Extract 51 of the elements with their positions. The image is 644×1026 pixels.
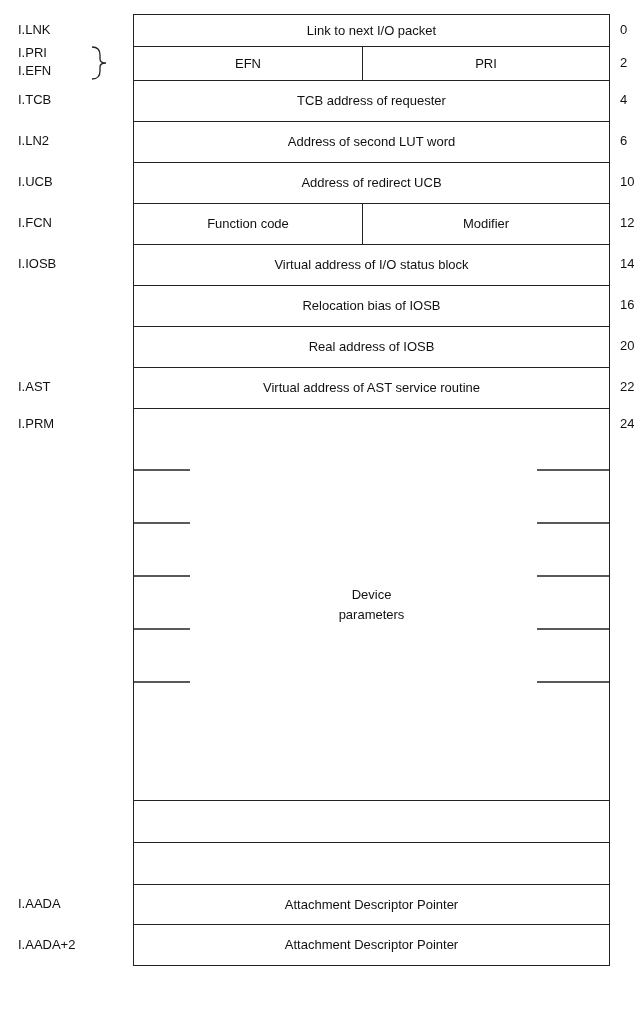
field-label: Virtual address of AST service routine	[263, 379, 480, 397]
field-label: PRI	[475, 54, 497, 73]
field-name: I.UCB	[18, 174, 53, 190]
offset-number: 24	[620, 416, 635, 432]
field-name: I.PRM	[18, 416, 55, 432]
field-name: I.EFN	[18, 63, 52, 79]
empty-field-box	[133, 842, 610, 885]
field-label: Real address of IOSB	[308, 338, 435, 356]
field-name: I.AADA+2	[18, 937, 76, 953]
field-label: Address of redirect UCB	[301, 174, 442, 192]
offset-number: 2	[620, 55, 628, 71]
field-box	[133, 884, 610, 925]
field-box	[133, 14, 610, 47]
field-label: Link to next I/O packet	[306, 21, 437, 40]
field-name: I.AADA	[18, 896, 61, 912]
empty-field-box	[133, 800, 610, 843]
offset-number: 0	[620, 22, 628, 38]
field-box	[133, 162, 610, 204]
field-box	[133, 244, 610, 286]
field-label: Device parameters	[337, 585, 406, 624]
field-label: Relocation bias of IOSB	[302, 297, 441, 315]
field-label: EFN	[235, 54, 261, 73]
offset-number: 20	[620, 338, 635, 354]
field-name: I.IOSB	[18, 256, 57, 272]
field-name: I.PRI	[18, 45, 47, 61]
field-name: I.AST	[18, 379, 51, 395]
offset-number: 6	[620, 133, 628, 149]
field-box	[133, 285, 610, 327]
field-label: Address of second LUT word	[287, 133, 456, 151]
offset-number: 12	[620, 215, 635, 231]
offset-number: 22	[620, 379, 635, 395]
field-name: I.FCN	[18, 215, 52, 231]
field-label: TCB address of requester	[297, 92, 446, 110]
field-box	[133, 326, 610, 368]
offset-number: 10	[620, 174, 635, 190]
field-box	[133, 408, 610, 801]
offset-number: 16	[620, 297, 635, 313]
field-box	[133, 367, 610, 409]
field-box	[133, 80, 610, 122]
field-box	[133, 924, 610, 966]
field-label: Attachment Descriptor Pointer	[284, 895, 459, 914]
field-label: Modifier	[462, 215, 510, 233]
field-box	[133, 121, 610, 163]
offset-number: 14	[620, 256, 635, 272]
offset-number: 4	[620, 92, 628, 108]
field-label: Attachment Descriptor Pointer	[284, 936, 459, 954]
field-name: I.TCB	[18, 92, 52, 108]
field-name: I.LNK	[18, 22, 51, 38]
field-label: Function code	[207, 215, 289, 233]
field-name: I.LN2	[18, 133, 50, 149]
field-label: Virtual address of I/O status block	[274, 256, 469, 274]
